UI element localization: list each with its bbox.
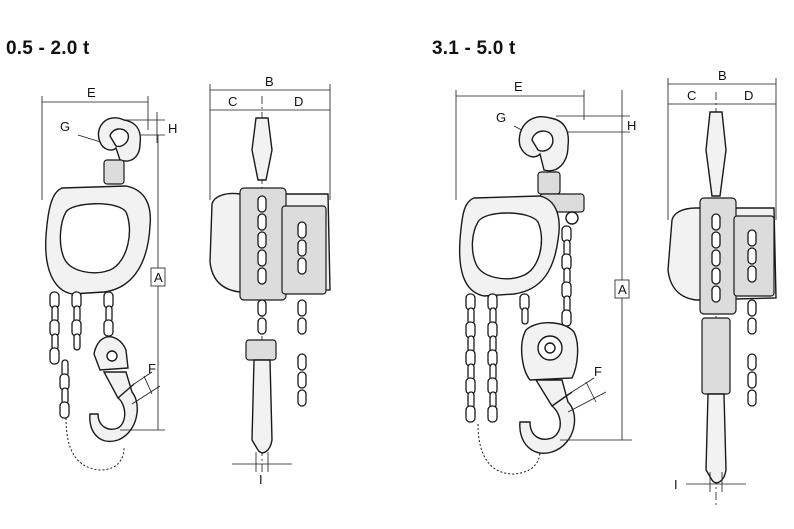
capacity-title-large: 3.1 - 5.0 t [432, 38, 516, 59]
dim-label-i-small: I [259, 472, 263, 487]
hand-chain-front-small [297, 221, 307, 407]
ext-line-f-1 [133, 371, 153, 385]
dim-label-e-large: E [514, 79, 523, 94]
ext-line-f-2 [131, 385, 161, 405]
dim-label-b-large: B [718, 68, 727, 83]
top-hook-throat-large [531, 130, 554, 152]
top-hook-shank [103, 159, 125, 185]
dim-label-a-large: A [618, 282, 627, 297]
hoist-large-front-view: B C D I [667, 68, 777, 505]
bottom-hook-large [519, 379, 576, 454]
dim-label-h: H [168, 121, 177, 136]
bottom-hook [89, 371, 138, 443]
body-window [59, 203, 131, 274]
dim-label-c: C [228, 94, 237, 109]
bottom-hook-front-large [705, 393, 727, 484]
top-hook-shank-large [537, 171, 561, 195]
hoist-large-side-view: E H G [455, 79, 636, 475]
dim-label-i-large: I [674, 477, 678, 492]
dim-label-f-large: F [594, 364, 602, 379]
load-chain-small [103, 291, 114, 337]
dim-line-f [143, 375, 153, 395]
dim-label-b: B [265, 74, 274, 89]
dim-label-a-box-large [614, 279, 630, 299]
sheave-pin-large [544, 342, 556, 354]
ext-line-f-1-large [571, 377, 595, 393]
capacity-title-small: 0.5 - 2.0 t [6, 38, 90, 59]
load-chain-large [519, 225, 572, 327]
load-chain-front-large [711, 213, 721, 303]
bottom-hook-front [251, 359, 273, 454]
hoist-small-side-view: E H G [41, 85, 177, 471]
ext-line-f-2-large [567, 391, 607, 413]
top-hook-front-large [705, 111, 727, 197]
dim-label-d-large: D [744, 88, 753, 103]
dim-label-g-large: G [496, 110, 506, 125]
chain-loop-dashed [65, 417, 125, 471]
top-hook-throat [109, 128, 130, 148]
bottom-block-pin [106, 350, 118, 362]
bottom-hook-latch-large [551, 391, 573, 407]
dim-label-e: E [87, 85, 96, 100]
dim-label-a-box [150, 267, 166, 287]
load-chain-front-small [257, 195, 267, 335]
hand-chain-left-large [465, 293, 498, 423]
top-hook-front [251, 117, 273, 181]
body-window-large [471, 212, 543, 280]
yoke-pin-large [565, 211, 579, 225]
bottom-hook-latch [117, 383, 135, 399]
dim-label-h-large: H [627, 118, 636, 133]
hand-chain-left [49, 291, 82, 419]
dim-label-f: F [148, 361, 156, 376]
hand-chain-front-large [747, 229, 757, 407]
dim-line-f-large [585, 381, 597, 403]
dim-label-a: A [154, 270, 163, 285]
bottom-block-front [245, 339, 277, 361]
bottom-block-front-large [701, 317, 731, 395]
dim-label-c-large: C [687, 88, 696, 103]
dim-label-d: D [294, 94, 303, 109]
chain-loop-dashed-large [477, 423, 541, 475]
dim-label-g: G [60, 119, 70, 134]
hoist-small-front-view: B C D [209, 74, 331, 487]
